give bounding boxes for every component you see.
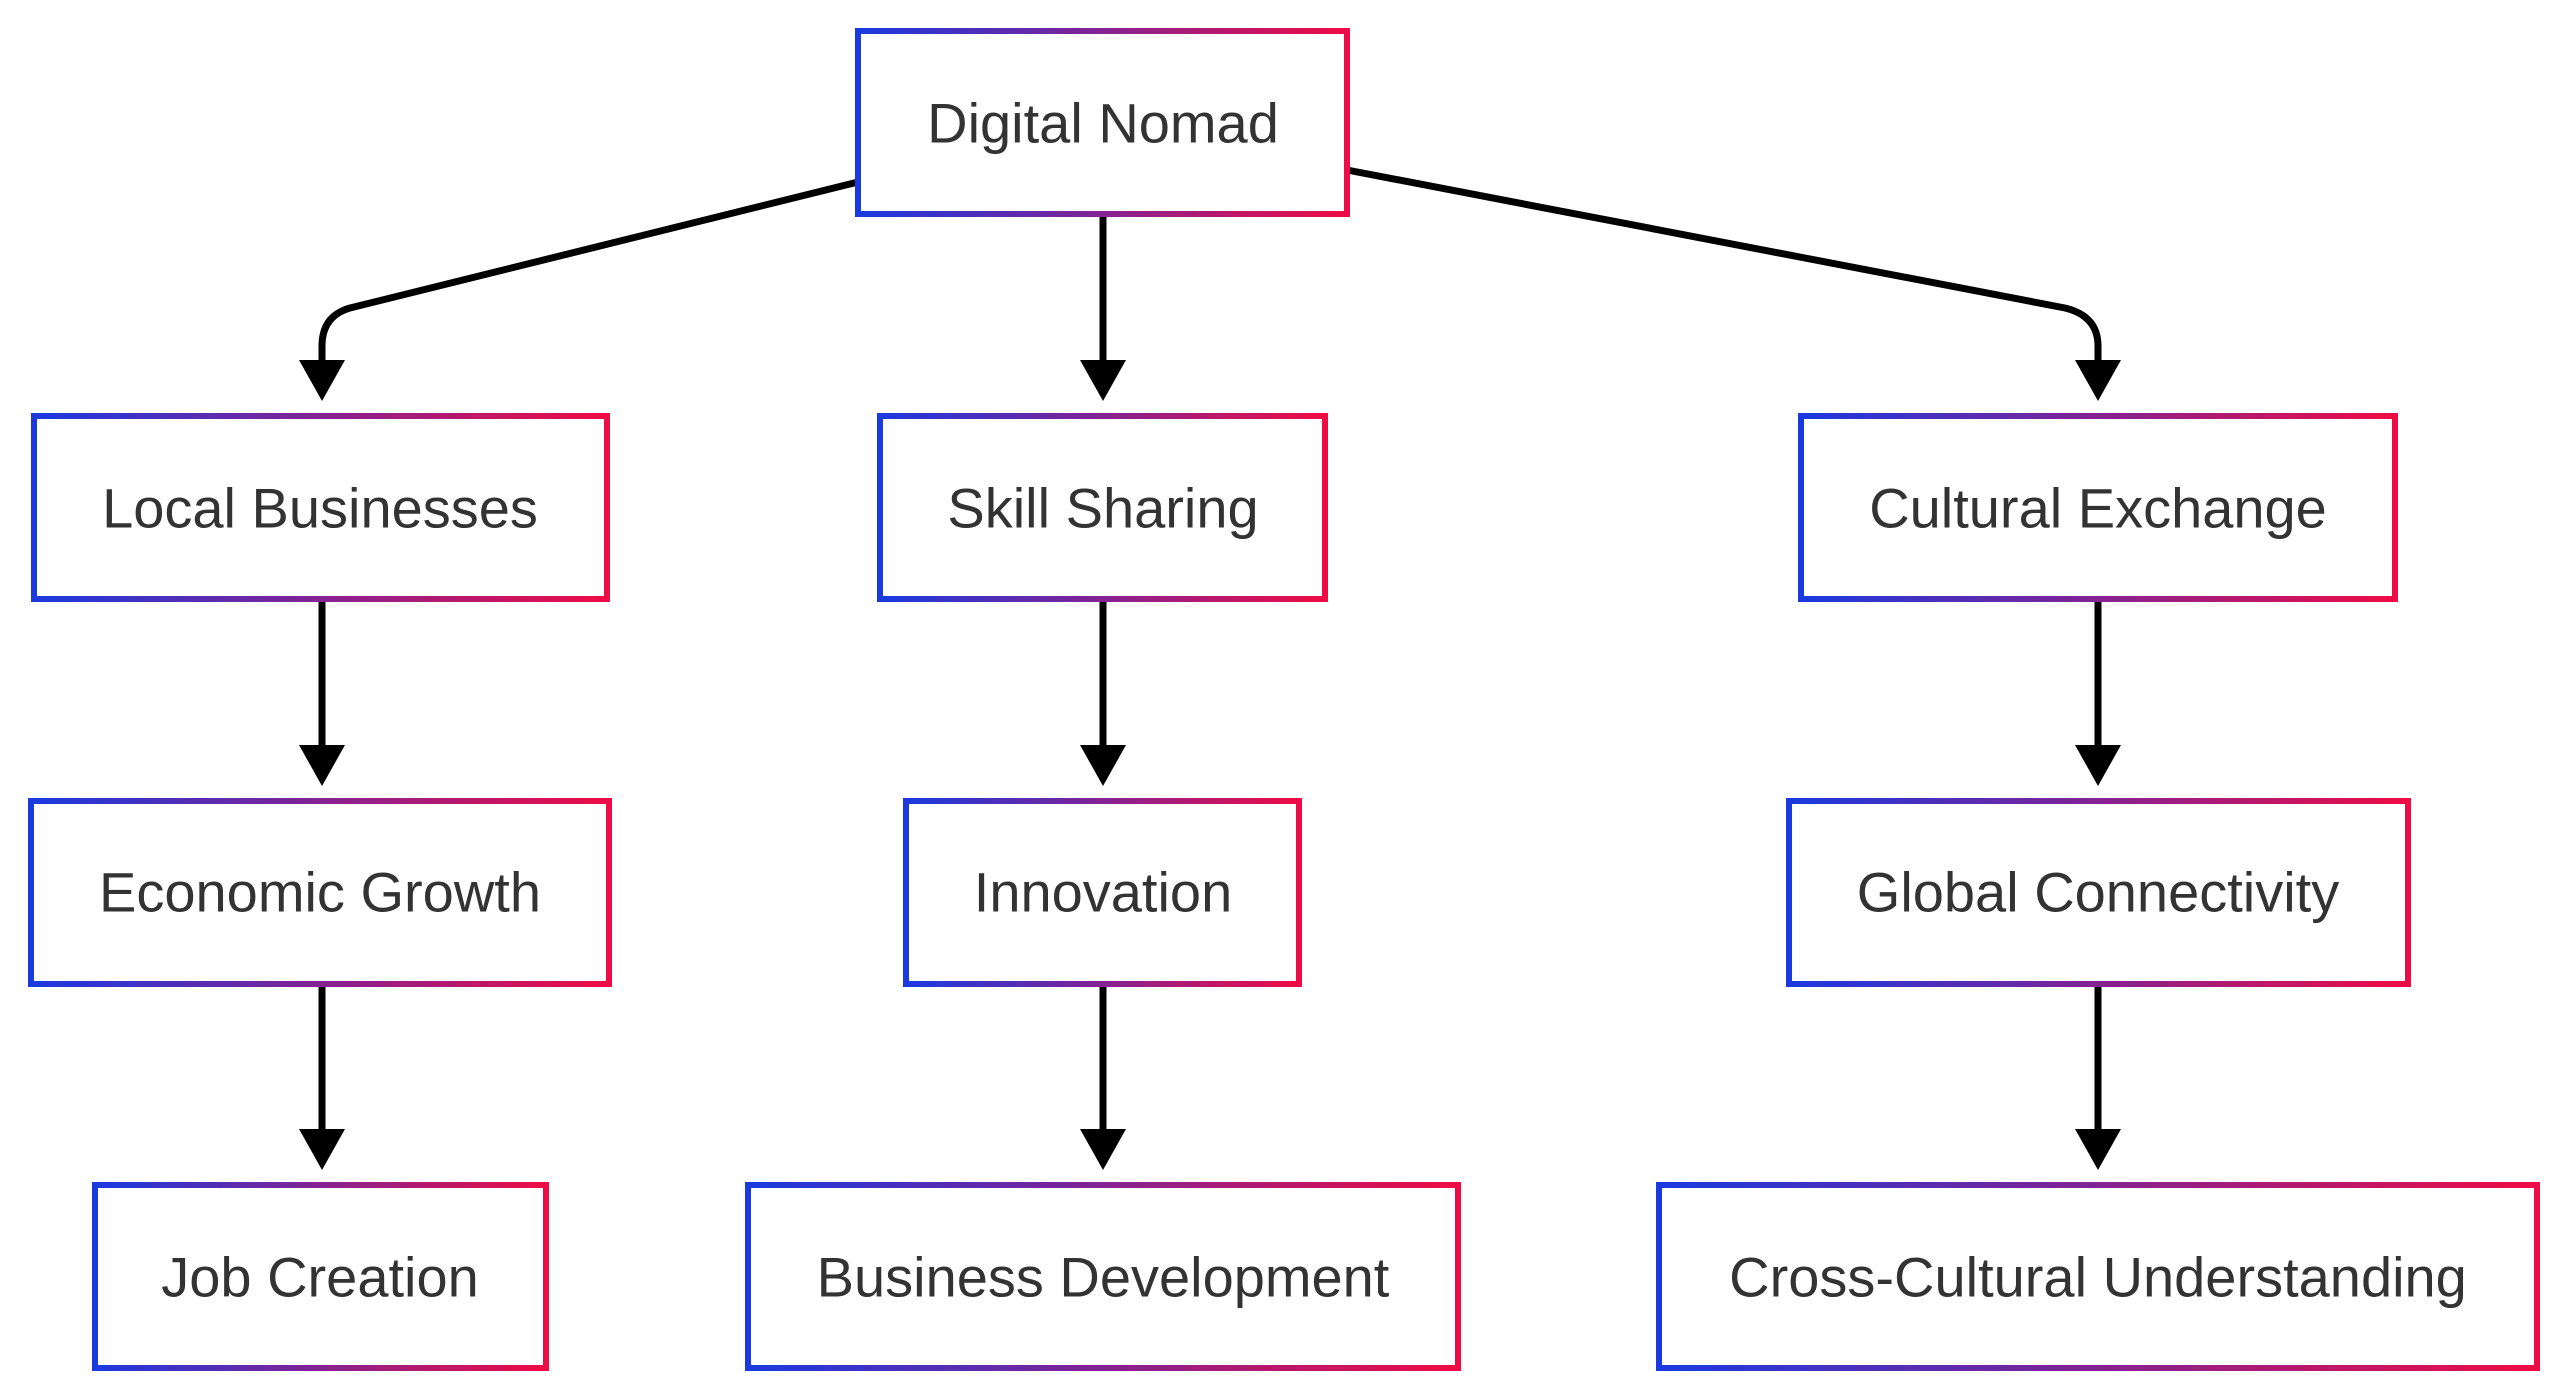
node-box bbox=[1786, 798, 2411, 987]
nodes: Digital Nomad Local Businesses Skill Sha… bbox=[28, 28, 2540, 1371]
node-box bbox=[855, 28, 1350, 217]
node-box bbox=[92, 1182, 549, 1371]
arrow-head bbox=[1080, 360, 1126, 401]
node-innovation: Innovation bbox=[903, 798, 1302, 987]
arrow-head bbox=[1080, 1129, 1126, 1170]
node-label: Cross-Cultural Understanding bbox=[1729, 1246, 2467, 1309]
node-label: Innovation bbox=[974, 861, 1232, 924]
arrow-head bbox=[299, 745, 345, 786]
node-label: Economic Growth bbox=[99, 861, 541, 924]
node-cross-cultural-understanding: Cross-Cultural Understanding bbox=[1656, 1182, 2540, 1371]
node-skill-sharing: Skill Sharing bbox=[877, 413, 1328, 602]
node-box bbox=[903, 798, 1302, 987]
node-digital-nomad: Digital Nomad bbox=[855, 28, 1350, 217]
node-label: Skill Sharing bbox=[947, 477, 1258, 540]
node-economic-growth: Economic Growth bbox=[28, 798, 612, 987]
edges bbox=[299, 166, 2121, 1170]
edge-digital-nomad-to-cultural-exchange bbox=[1346, 166, 2102, 362]
node-box bbox=[1656, 1182, 2540, 1371]
node-box bbox=[28, 798, 612, 987]
node-label: Business Development bbox=[817, 1246, 1390, 1309]
node-label: Digital Nomad bbox=[927, 92, 1279, 155]
node-label: Global Connectivity bbox=[1857, 861, 2339, 924]
node-box bbox=[1798, 413, 2398, 602]
arrow-head bbox=[1080, 745, 1126, 786]
arrow-head bbox=[2075, 360, 2121, 401]
node-box bbox=[745, 1182, 1461, 1371]
edge-digital-nomad-to-local-businesses bbox=[318, 178, 859, 362]
node-label: Cultural Exchange bbox=[1869, 477, 2327, 540]
node-global-connectivity: Global Connectivity bbox=[1786, 798, 2411, 987]
node-label: Local Businesses bbox=[102, 477, 538, 540]
node-job-creation: Job Creation bbox=[92, 1182, 549, 1371]
arrow-head bbox=[299, 360, 345, 401]
node-cultural-exchange: Cultural Exchange bbox=[1798, 413, 2398, 602]
arrow-head bbox=[2075, 745, 2121, 786]
node-local-businesses: Local Businesses bbox=[31, 413, 610, 602]
node-label: Job Creation bbox=[161, 1246, 479, 1309]
node-box bbox=[31, 413, 610, 602]
node-business-development: Business Development bbox=[745, 1182, 1461, 1371]
node-box bbox=[877, 413, 1328, 602]
arrow-head bbox=[2075, 1129, 2121, 1170]
arrow-head bbox=[299, 1129, 345, 1170]
